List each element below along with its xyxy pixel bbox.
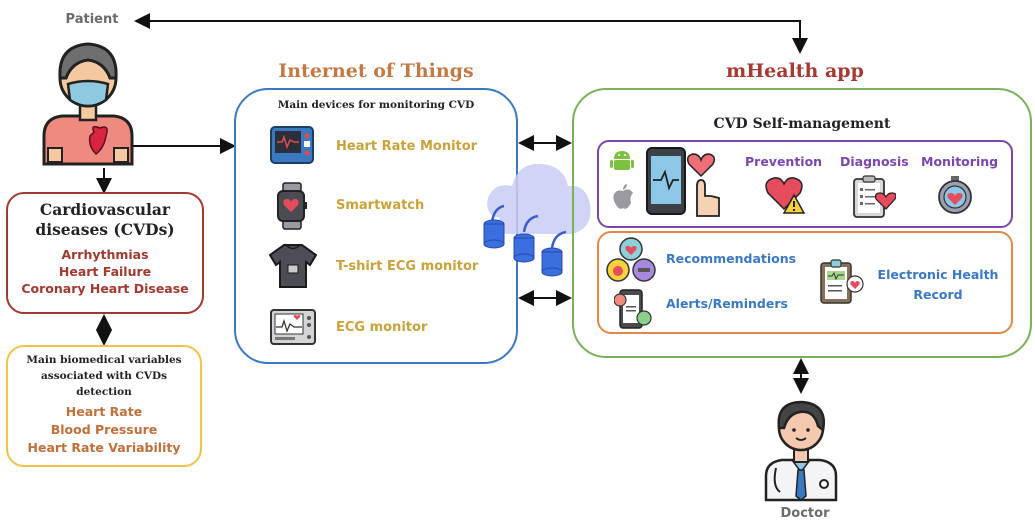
cvd-title: Cardiovascular diseases (CVDs) <box>6 200 204 240</box>
cloud-database-icon <box>483 163 591 277</box>
device-label-tshirt-ecg: T-shirt ECG monitor <box>336 259 479 274</box>
biomedical-item: Heart Rate Variability <box>27 440 181 455</box>
feature-label-ehr: Electronic Health Record <box>868 265 1008 305</box>
cvd-title-line2: diseases (CVDs) <box>35 220 175 239</box>
function-label-prevention: Prevention <box>745 154 823 169</box>
functions-box <box>597 140 1013 228</box>
electronic-health-record-icon <box>820 259 864 304</box>
iot-title: Internet of Things <box>278 60 474 82</box>
cvd-item: Arrhythmias <box>61 247 149 262</box>
mhealth-title: mHealth app <box>726 60 864 82</box>
ehr-line2: Record <box>913 287 963 302</box>
cvd-title-line1: Cardiovascular <box>39 200 171 219</box>
heart-rate-monitor-icon <box>270 126 314 164</box>
device-label-heart-rate-monitor: Heart Rate Monitor <box>336 139 478 154</box>
cvd-box <box>6 192 204 314</box>
patient-icon <box>42 42 134 166</box>
iot-subtitle: Main devices for monitoring CVD <box>277 99 475 111</box>
device-label-ecg-monitor: ECG monitor <box>336 320 428 335</box>
cvd-item: Coronary Heart Disease <box>21 281 189 296</box>
feature-label-alerts-reminders: Alerts/Reminders <box>666 296 788 311</box>
biomedical-title: Main biomedical variables associated wit… <box>6 352 202 400</box>
apple-icon <box>613 184 633 209</box>
device-label-smartwatch: Smartwatch <box>336 198 425 213</box>
biomedical-title-line3: detection <box>76 386 132 398</box>
monitoring-stopwatch-icon <box>938 176 972 214</box>
smartwatch-icon <box>277 182 307 230</box>
feature-label-recommendations: Recommendations <box>666 251 797 266</box>
cvd-list: Arrhythmias Heart Failure Coronary Heart… <box>6 246 204 297</box>
alerts-reminders-icon <box>614 289 652 329</box>
android-icon <box>610 151 634 170</box>
doctor-icon <box>764 400 838 502</box>
tshirt-ecg-icon <box>268 244 318 288</box>
cvd-item: Heart Failure <box>58 264 152 279</box>
biomedical-box <box>6 345 202 467</box>
biomedical-item: Heart Rate <box>65 404 143 419</box>
prevention-heart-warning-icon <box>765 177 806 214</box>
biomedical-title-line1: Main biomedical variables <box>26 354 182 366</box>
cvd-self-management-title: CVD Self-management <box>713 116 891 132</box>
function-label-diagnosis: Diagnosis <box>840 154 909 169</box>
ecg-monitor-icon <box>270 309 316 345</box>
mhealth-box <box>572 88 1032 358</box>
biomedical-title-line2: associated with CVDs <box>40 370 168 382</box>
phone-heart-icon <box>646 147 720 217</box>
patient-label: Patient <box>65 12 119 27</box>
function-label-monitoring: Monitoring <box>921 154 999 169</box>
ehr-line1: Electronic Health <box>877 267 999 282</box>
recommendations-icon <box>606 237 656 282</box>
features-box <box>597 231 1013 334</box>
biomedical-list: Heart Rate Blood Pressure Heart Rate Var… <box>6 403 202 457</box>
diagnosis-clipboard-icon <box>853 175 896 218</box>
doctor-label: Doctor <box>780 506 830 521</box>
biomedical-item: Blood Pressure <box>50 422 158 437</box>
arrow-patient-mhealth <box>134 13 808 54</box>
